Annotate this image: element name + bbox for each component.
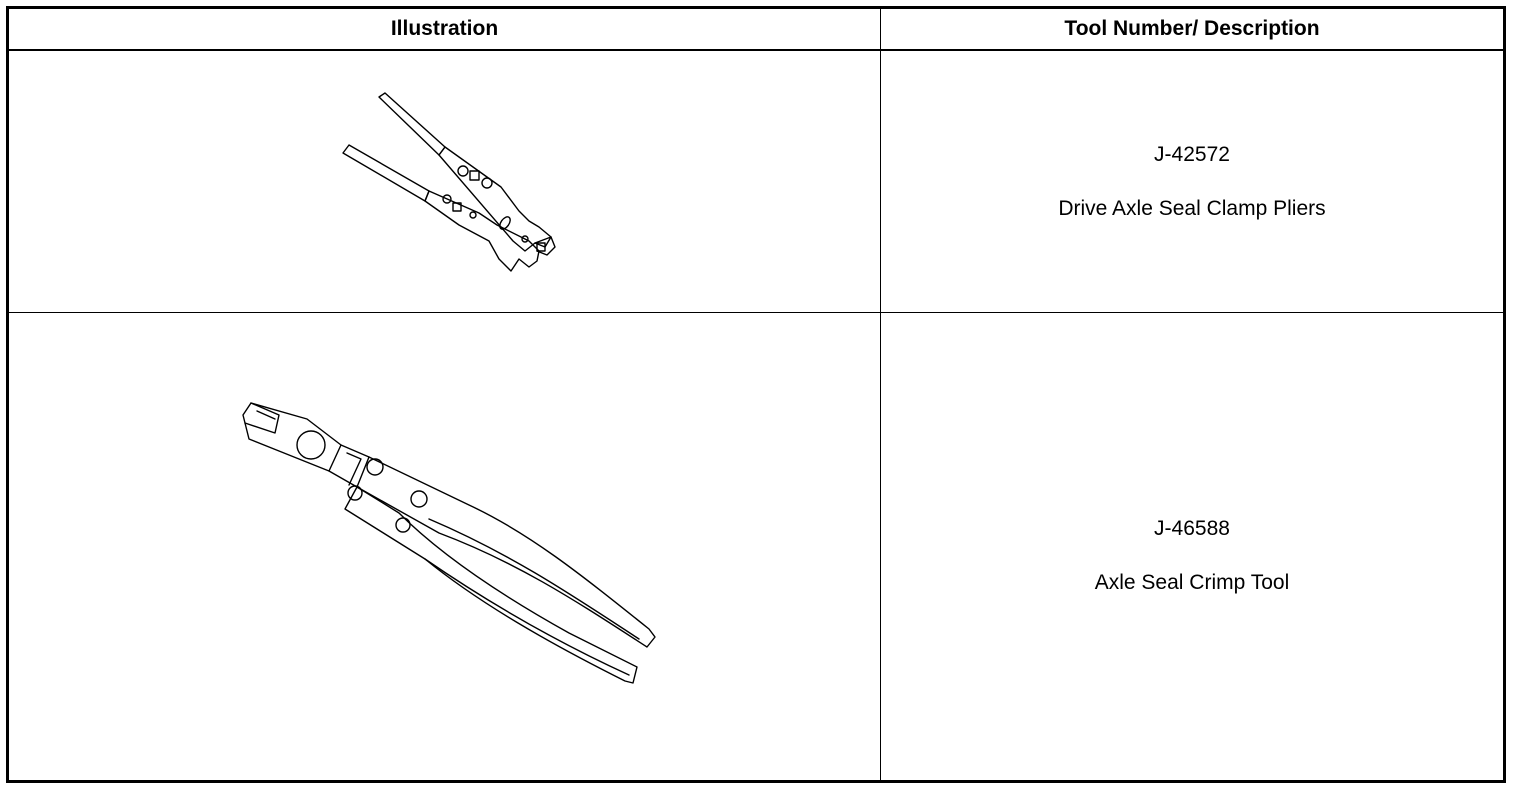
illustration-cell [9,51,881,312]
tool-number: J-46588 [1154,517,1230,540]
table-header-row: Illustration Tool Number/ Description [9,9,1503,51]
tool-description: Axle Seal Crimp Tool [1094,571,1290,594]
header-cell-tool: Tool Number/ Description [881,9,1503,49]
header-illustration: Illustration [390,17,499,40]
tool-number: J-42572 [1154,143,1230,166]
crimp-tool-icon [242,402,656,684]
description-cell: J-42572 Drive Axle Seal Clamp Pliers [881,51,1503,312]
tool-description: Drive Axle Seal Clamp Pliers [1058,197,1326,220]
header-cell-illustration: Illustration [9,9,881,49]
tool-table: Illustration Tool Number/ Description [6,6,1506,783]
illustration-cell [9,313,881,783]
table-row: J-42572 Drive Axle Seal Clamp Pliers [9,51,1503,313]
clamp-pliers-icon [342,92,556,272]
header-tool-description: Tool Number/ Description [1064,17,1320,40]
table-row: J-46588 Axle Seal Crimp Tool [9,313,1503,783]
description-cell: J-46588 Axle Seal Crimp Tool [881,313,1503,783]
